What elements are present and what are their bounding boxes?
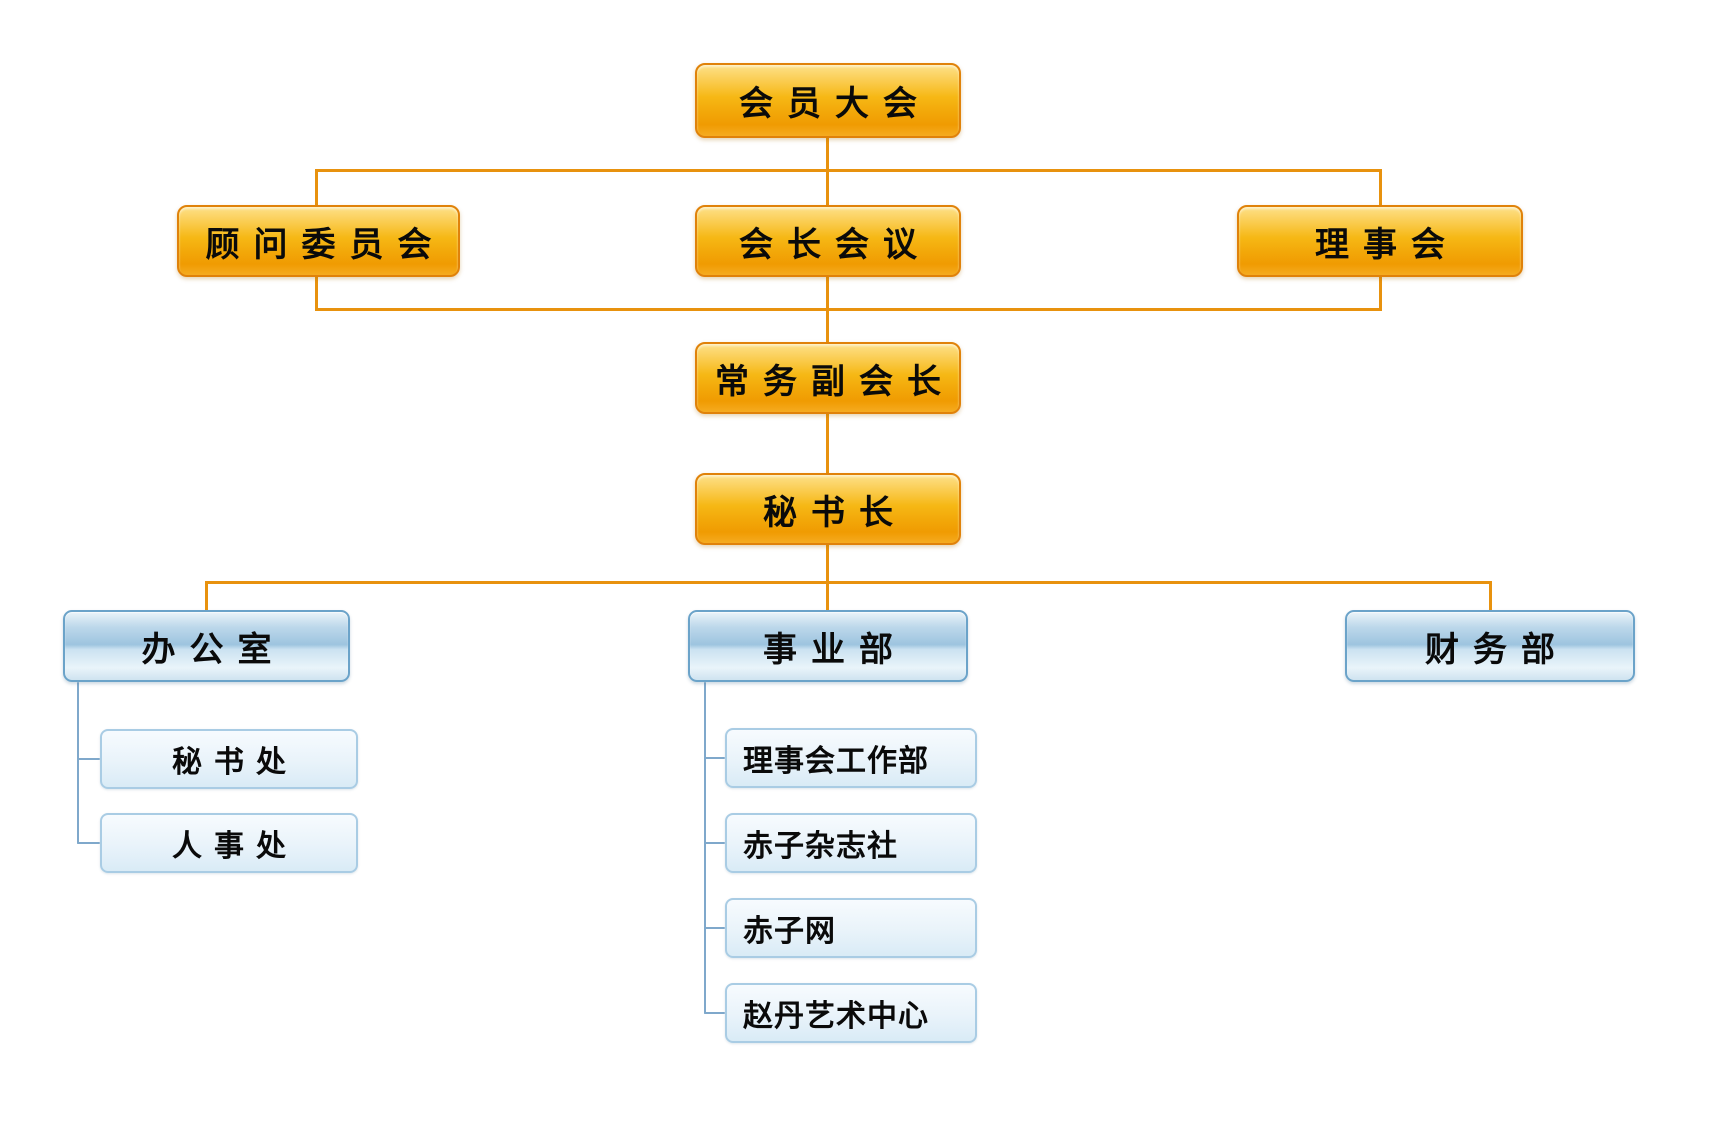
node-council: 理事会 (1237, 205, 1523, 277)
connector-office-drop (205, 581, 208, 610)
connector-office-spine (77, 682, 79, 844)
node-office: 办公室 (63, 610, 350, 682)
node-secretary-general: 秘书长 (695, 473, 961, 545)
connector-vp-to-sg (826, 414, 829, 473)
node-business-division: 事业部 (688, 610, 968, 682)
connector-office-stub-2 (77, 842, 100, 844)
connector-bottom-rail (315, 308, 1382, 311)
node-zhaodan-art-center: 赵丹艺术中心 (725, 983, 977, 1043)
connector-business-drop (826, 581, 829, 610)
connector-business-spine (704, 682, 706, 1014)
node-secretariat: 秘书处 (100, 729, 358, 789)
node-executive-vice-president: 常务副会长 (695, 342, 961, 414)
connector-business-stub-3 (704, 927, 725, 929)
connector-business-stub-1 (704, 757, 725, 759)
node-chizi-magazine: 赤子杂志社 (725, 813, 977, 873)
node-member-assembly: 会员大会 (695, 63, 961, 138)
connector-root-drop (826, 138, 829, 172)
connector-sg-drop (826, 545, 829, 583)
node-presidents-meeting: 会长会议 (695, 205, 961, 277)
connector-office-stub-1 (77, 758, 100, 760)
connector-business-stub-2 (704, 842, 725, 844)
node-advisory-committee: 顾问委员会 (177, 205, 460, 277)
node-personnel-office: 人事处 (100, 813, 358, 873)
node-board-working-department: 理事会工作部 (725, 728, 977, 788)
node-chizi-net: 赤子网 (725, 898, 977, 958)
connector-finance-drop (1489, 581, 1492, 610)
connector-top-rail (315, 169, 1382, 172)
connector-dept-rail (205, 581, 1492, 584)
node-finance-department: 财务部 (1345, 610, 1635, 682)
connector-business-stub-4 (704, 1012, 725, 1014)
